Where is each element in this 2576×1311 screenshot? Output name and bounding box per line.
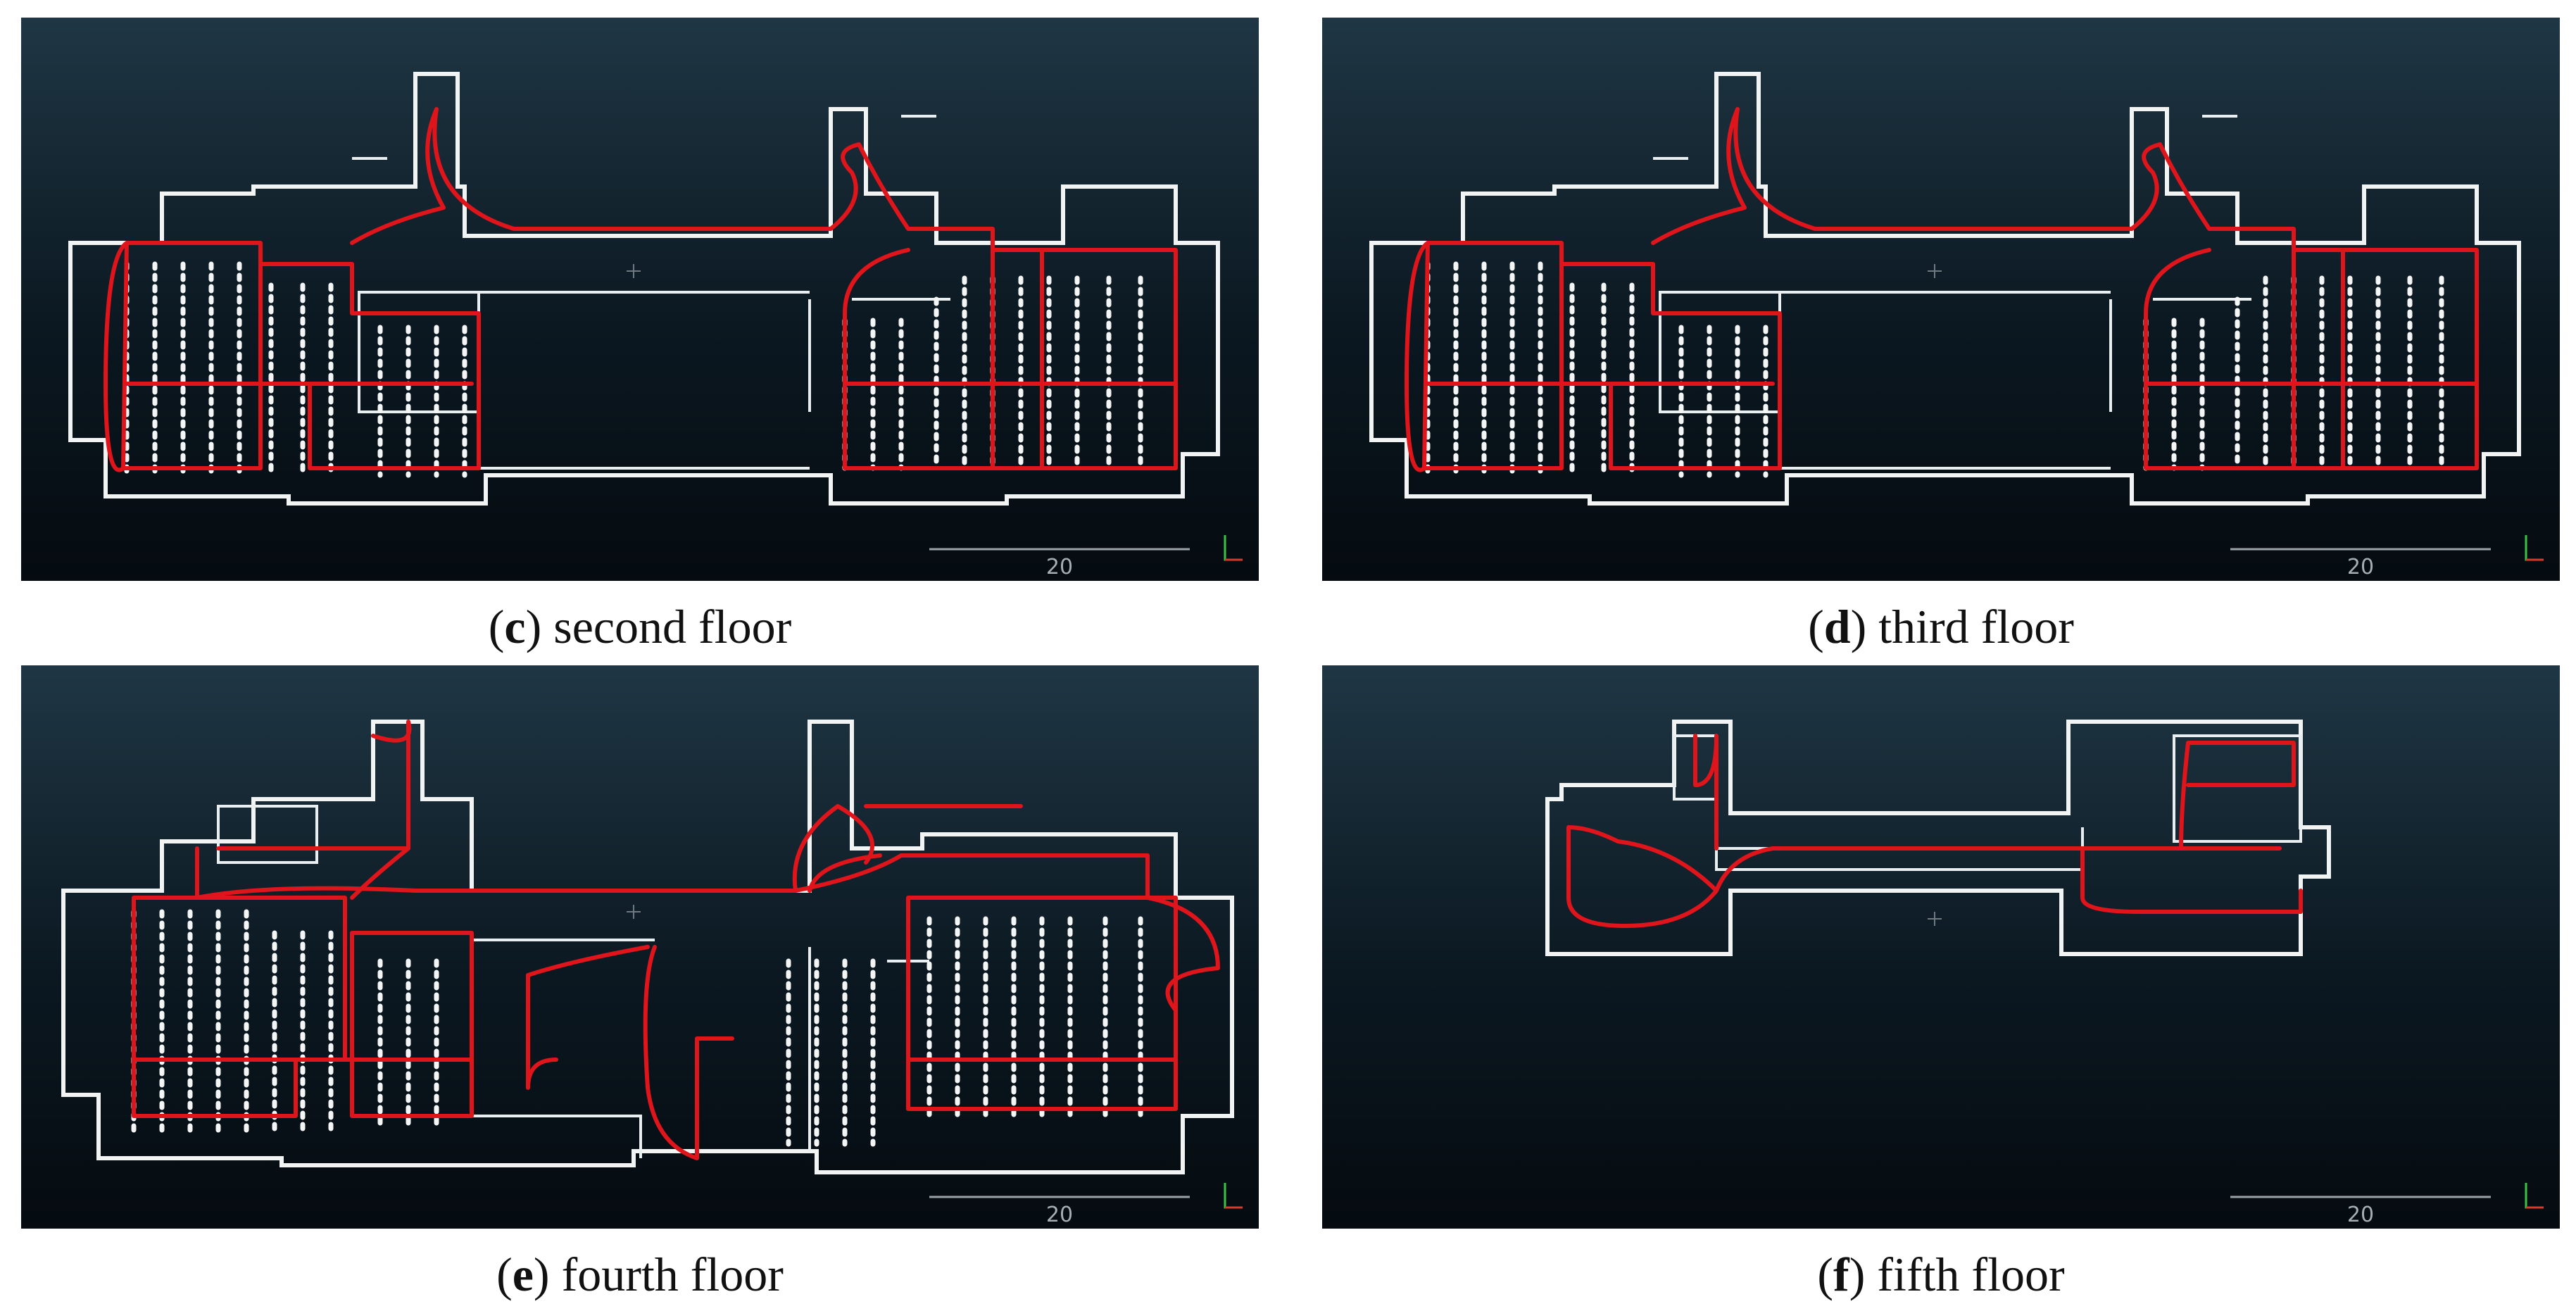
trajectory-path xyxy=(1566,734,2303,928)
caption-text: fifth floor xyxy=(1877,1248,2065,1301)
shelf-rows xyxy=(1425,261,2444,478)
building-outline xyxy=(1369,72,2521,506)
caption-letter: f xyxy=(1833,1248,1849,1301)
trajectory-path xyxy=(132,720,1220,1160)
point-cloud-map-c: 20 xyxy=(68,72,1243,579)
shelf-rows xyxy=(131,909,1143,1147)
axis-icon xyxy=(1224,535,1239,561)
axis-icon xyxy=(2525,1183,2540,1209)
caption-text: fourth floor xyxy=(561,1248,784,1301)
caption-letter: d xyxy=(1823,600,1851,653)
caption-text: second floor xyxy=(553,600,792,653)
map-panel-d: 20 xyxy=(1322,18,2560,581)
caption-f: (f) fifth floor xyxy=(1817,1248,2065,1301)
scale-label: 20 xyxy=(2347,555,2374,579)
caption-letter: e xyxy=(512,1248,534,1301)
map-panel-e: 20 xyxy=(21,665,1259,1229)
shelf-rows xyxy=(124,261,1143,478)
axis-icon xyxy=(1224,1183,1239,1209)
caption-d: (d) third floor xyxy=(1808,600,2074,653)
point-cloud-map-f: 20 xyxy=(1545,720,2544,1227)
trajectory-path xyxy=(103,107,1178,472)
building-outline xyxy=(68,72,1220,506)
scale-label: 20 xyxy=(1046,1203,1073,1227)
scale-label: 20 xyxy=(2347,1203,2374,1227)
trajectory-path xyxy=(1405,107,2479,472)
map-panel-f: 20 xyxy=(1322,665,2560,1229)
interior-walls xyxy=(1653,115,2251,470)
caption-text: third floor xyxy=(1878,600,2074,653)
interior-walls xyxy=(352,115,950,470)
point-cloud-map-d: 20 xyxy=(1369,72,2544,579)
building-outline xyxy=(61,720,1234,1174)
axis-icon xyxy=(2525,535,2540,561)
caption-c: (c) second floor xyxy=(488,600,792,653)
map-panel-c: 20 xyxy=(21,18,1259,581)
scale-label: 20 xyxy=(1046,555,1073,579)
caption-e: (e) fourth floor xyxy=(496,1248,784,1301)
caption-letter: c xyxy=(504,600,526,653)
interior-walls xyxy=(217,805,929,1158)
point-cloud-map-e: 20 xyxy=(61,720,1243,1227)
